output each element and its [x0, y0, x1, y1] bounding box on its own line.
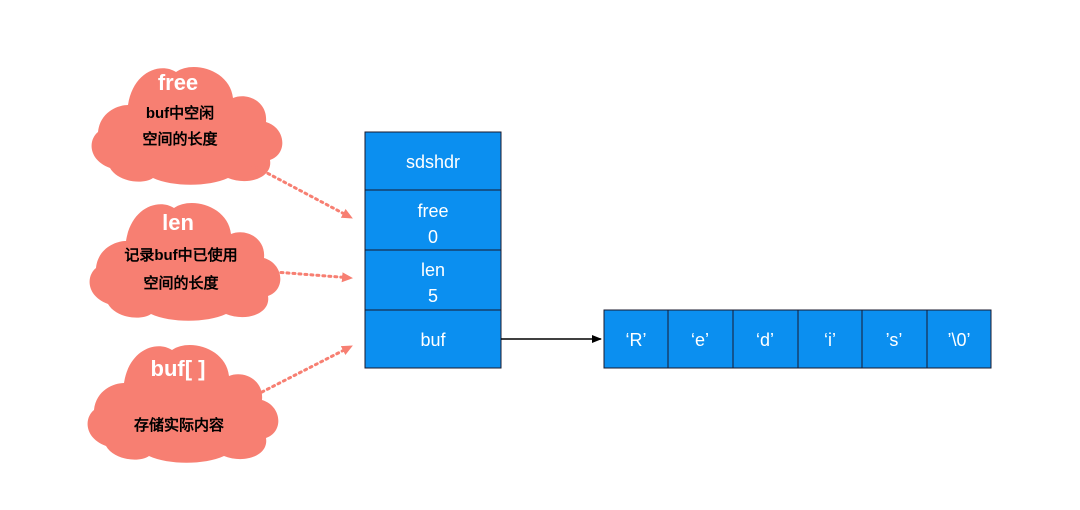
field-name: free: [417, 201, 448, 221]
struct-field-len: [364, 249, 502, 311]
buffer-array: ‘R’ ‘e’ ‘d’ ‘i’ ’s’ ’\0’: [603, 309, 992, 369]
cloud-title: free: [158, 70, 198, 95]
struct-header-cell: [364, 131, 502, 191]
buffer-cell: [603, 309, 669, 369]
cloud-shape: [89, 203, 281, 321]
dotted-arrow-free: [250, 163, 354, 220]
field-name: buf: [420, 330, 446, 350]
cloud-free: free buf中空闲 空间的长度: [91, 67, 283, 185]
field-name: len: [421, 260, 445, 280]
dotted-arrow-buf: [260, 344, 354, 394]
buffer-cell: [926, 309, 992, 369]
struct-field-buf: [364, 309, 502, 369]
cloud-desc-line: 记录buf中已使用: [124, 246, 237, 264]
buffer-char: ’\0’: [947, 330, 970, 350]
dotted-arrow-len: [273, 270, 354, 283]
struct-header-label: sdshdr: [406, 152, 460, 172]
cloud-len: len 记录buf中已使用 空间的长度: [89, 203, 281, 321]
cloud-shape: [91, 67, 283, 185]
buffer-char: ‘d’: [756, 330, 774, 350]
sdshdr-struct: sdshdr free 0 len 5 buf: [364, 131, 502, 369]
buffer-char: ‘i’: [824, 330, 836, 350]
field-value: 5: [428, 286, 438, 306]
cloud-title: buf[ ]: [151, 356, 206, 381]
buffer-char: ‘R’: [626, 330, 647, 350]
field-value: 0: [428, 227, 438, 247]
cloud-desc-line: 空间的长度: [142, 130, 218, 148]
struct-field-free: [364, 189, 502, 251]
cloud-desc-line: 空间的长度: [143, 274, 219, 292]
cloud-shape: [87, 345, 279, 463]
cloud-title: len: [162, 210, 194, 235]
cloud-desc-line: 存储实际内容: [134, 416, 224, 434]
buffer-char: ’s’: [886, 330, 903, 350]
buffer-char: ‘e’: [691, 330, 709, 350]
buffer-cell: [797, 309, 863, 369]
cloud-buf: buf[ ] 存储实际内容: [87, 345, 279, 463]
cloud-desc-line: buf中空闲: [146, 104, 214, 122]
